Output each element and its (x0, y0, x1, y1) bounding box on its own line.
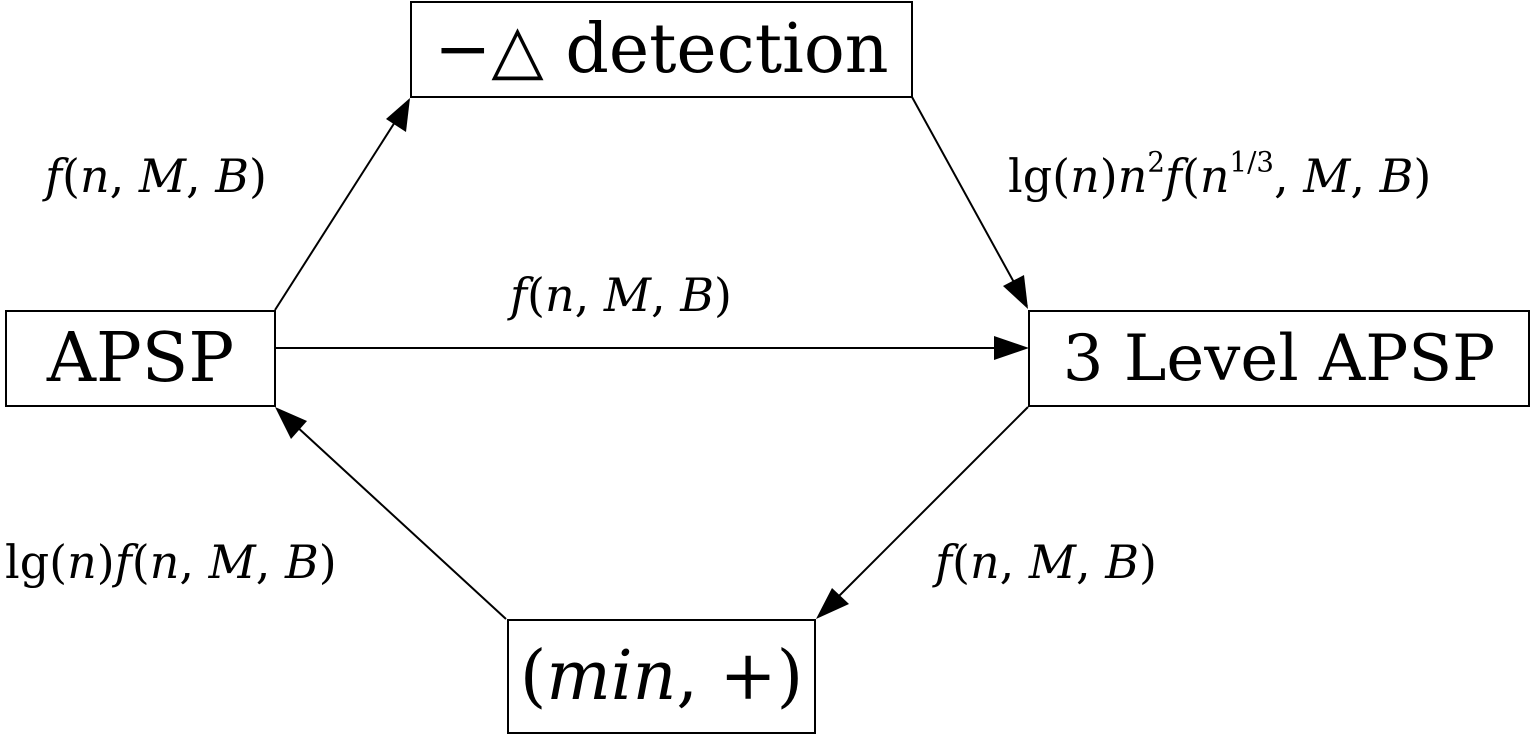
label-apsp-to-triangle: f(n, M, B) (45, 149, 267, 203)
arrowhead-three-level-to-minplus (816, 588, 849, 619)
node-negative-triangle-word: detection (565, 9, 889, 89)
node-min-plus: (min, +) (507, 619, 816, 734)
arrowhead-minplus-to-apsp (275, 407, 307, 439)
label-triangle-to-three-level: lg(n)n2f(n1/3, M, B) (1008, 145, 1432, 203)
edge-minplus-to-apsp (294, 424, 507, 620)
node-negative-triangle-detection: −△ detection (410, 1, 913, 98)
edge-triangle-to-three-level (911, 96, 1028, 307)
node-three-level-apsp-label: 3 Level APSP (1062, 321, 1496, 396)
node-apsp: APSP (5, 310, 276, 407)
edge-three-level-to-minplus (834, 406, 1029, 601)
node-negative-triangle-op: −△ (434, 9, 544, 89)
arrowhead-apsp-to-three-level (994, 336, 1029, 360)
label-minplus-to-apsp: lg(n)f(n, M, B) (5, 535, 337, 589)
node-three-level-apsp: 3 Level APSP (1028, 310, 1530, 407)
min-plus-open: ( (519, 636, 547, 716)
min-plus-close: ) (776, 636, 804, 716)
label-apsp-to-three-level: f(n, M, B) (510, 268, 732, 322)
min-plus-min: min (546, 636, 677, 716)
min-plus-plus: + (719, 636, 777, 716)
node-apsp-label: APSP (46, 318, 235, 398)
edge-apsp-to-triangle (274, 99, 410, 311)
label-three-level-to-minplus: f(n, M, B) (935, 535, 1157, 589)
arrowhead-apsp-to-triangle (386, 98, 410, 132)
arrowhead-triangle-to-three-level (1003, 275, 1028, 309)
min-plus-comma: , (676, 636, 699, 716)
